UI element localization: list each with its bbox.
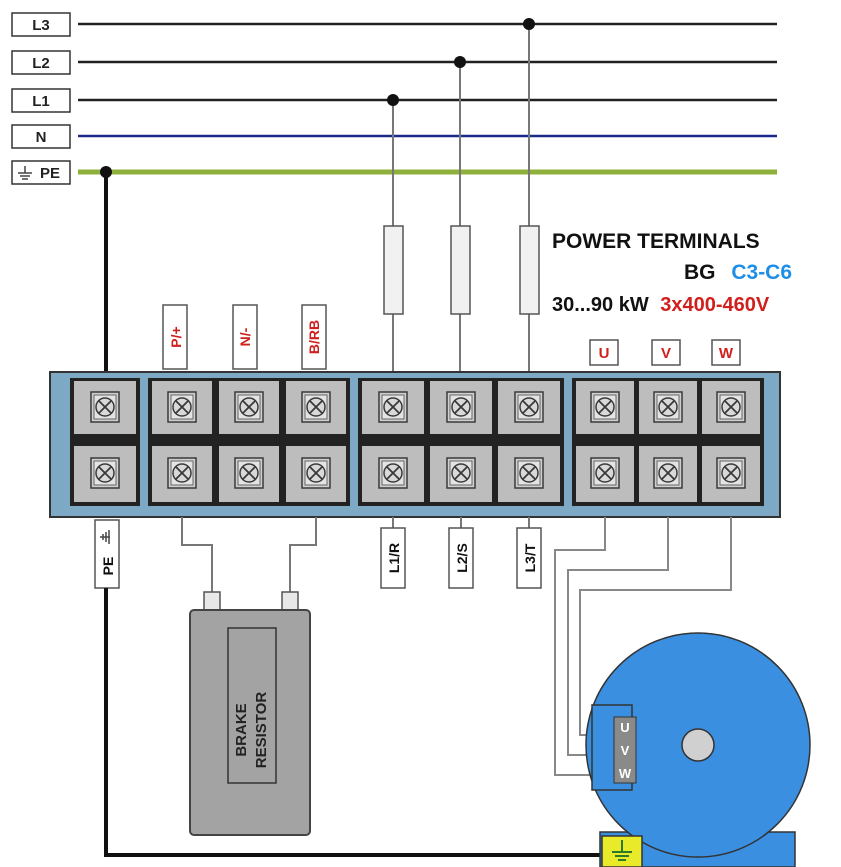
title-line3: 30...90 kW 3x400-460V (552, 294, 770, 316)
label-l1-r: L1/R (380, 527, 406, 589)
svg-text:L1/R: L1/R (386, 543, 402, 573)
title-block: POWER TERMINALS BG C3-C6 30...90 kW 3x40… (552, 230, 792, 316)
terminal-block (49, 371, 781, 518)
l3-junction-dot (523, 18, 535, 30)
title-line2: BG C3-C6 (684, 261, 792, 284)
svg-text:N: N (36, 129, 47, 146)
svg-text:V: V (661, 345, 671, 362)
fuse-l3 (519, 225, 540, 315)
dc-labels: P/+ N/- B/RB (162, 304, 327, 370)
l1-bus-label: L1 (11, 88, 71, 113)
brake-resistor-line2: RESISTOR (253, 692, 270, 769)
svg-text:W: W (719, 345, 734, 362)
pe-junction-dot (100, 166, 112, 178)
supply-taps (383, 18, 540, 385)
title-voltage: 3x400-460V (660, 294, 770, 316)
fuse-l2 (450, 225, 471, 315)
label-p-plus: P/+ (162, 304, 188, 370)
svg-text:PE: PE (100, 557, 116, 576)
l2-bus-label: L2 (11, 50, 71, 75)
title-series: C3-C6 (731, 261, 792, 284)
ground-icon (100, 530, 110, 544)
motor: U V W (585, 632, 811, 867)
label-n-minus: N/- (232, 304, 258, 370)
title-line1: POWER TERMINALS (552, 230, 760, 253)
l1-junction-dot (387, 94, 399, 106)
svg-text:PE: PE (40, 165, 60, 182)
motor-terminal-v: V (621, 743, 630, 758)
motor-terminal-u: U (620, 720, 629, 735)
fuse-l1 (383, 225, 404, 315)
input-labels: L1/R L2/S L3/T (380, 517, 542, 589)
label-pe-terminal (94, 519, 120, 589)
supply-bus: L3 L2 L1 N PE (11, 12, 777, 185)
svg-text:U: U (599, 345, 610, 362)
label-v: V (651, 339, 681, 366)
output-labels: U V W (589, 339, 741, 366)
motor-shaft (681, 728, 715, 762)
svg-text:L3/T: L3/T (522, 543, 538, 572)
pe-bus-label: PE (11, 160, 71, 185)
label-l2-s: L2/S (448, 527, 474, 589)
label-u: U (589, 339, 619, 366)
label-b-rb: B/RB (301, 304, 327, 370)
title-bg: BG (684, 261, 716, 284)
svg-text:P/+: P/+ (168, 326, 184, 347)
label-w: W (711, 339, 741, 366)
pe-terminal: PE (94, 519, 615, 857)
brake-resistor: BRAKE RESISTOR (189, 591, 311, 836)
ground-icon (612, 840, 632, 861)
svg-text:B/RB: B/RB (306, 320, 322, 354)
svg-text:L3: L3 (32, 17, 50, 34)
svg-text:L2/S: L2/S (454, 543, 470, 573)
n-bus-label: N (11, 124, 71, 149)
brake-resistor-line1: BRAKE (233, 703, 250, 756)
pe-motor-wire (104, 588, 615, 857)
l2-junction-dot (454, 56, 466, 68)
label-l3-t: L3/T (516, 527, 542, 589)
brake-wires (181, 517, 317, 592)
motor-terminal-w: W (619, 766, 632, 781)
ground-icon (18, 166, 32, 180)
l3-bus-label: L3 (11, 12, 71, 37)
svg-text:N/-: N/- (237, 327, 253, 346)
title-power: 30...90 kW (552, 294, 649, 316)
svg-text:L2: L2 (32, 55, 50, 72)
svg-text:L1: L1 (32, 93, 50, 110)
